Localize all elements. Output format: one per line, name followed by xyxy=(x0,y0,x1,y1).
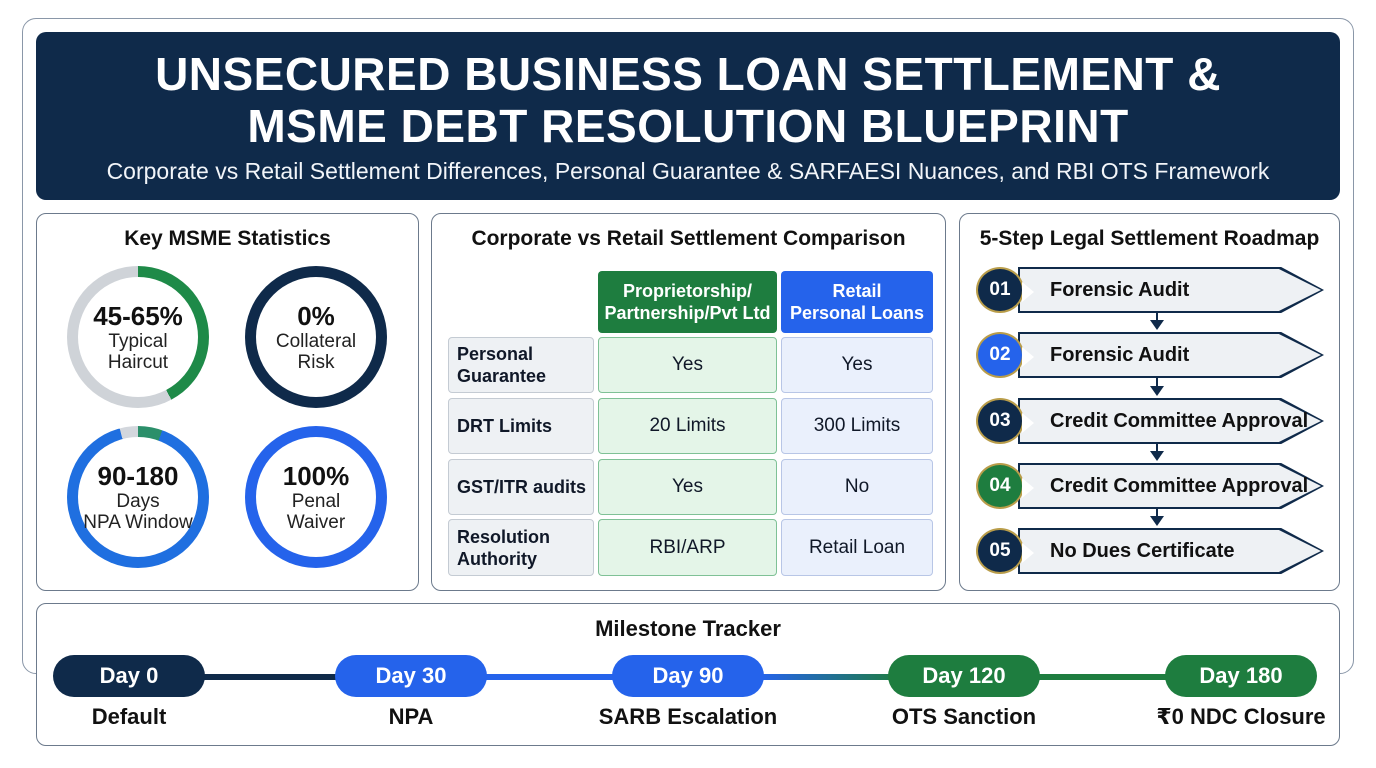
step-number: 05 xyxy=(989,540,1011,561)
step-label: Credit Committee Approval xyxy=(1050,474,1309,497)
stat-label: Risk xyxy=(297,352,335,373)
roadmap-step: Forensic Audit 01 xyxy=(976,267,1326,313)
corp-cell: 20 Limits xyxy=(598,398,777,454)
milestone-panel: Milestone Tracker Day 0 Day 30 Day 90 Da… xyxy=(36,603,1340,746)
milestone-label: NPA xyxy=(388,704,434,729)
timeline-track xyxy=(1037,674,1177,680)
row-label-line: DRT Limits xyxy=(457,416,553,436)
milestone-pill: Day 180 xyxy=(1165,655,1317,697)
stat-value: 0% xyxy=(297,301,335,331)
arrow-down-icon xyxy=(1150,320,1164,330)
connector-line xyxy=(1156,378,1158,390)
stats-panel: Key MSME Statistics 45-65% Typical Hairc… xyxy=(36,213,419,591)
retail-cell: No xyxy=(781,459,933,515)
retail-cell: 300 Limits xyxy=(781,398,933,454)
connector-line xyxy=(1156,313,1158,324)
arrow-down-icon xyxy=(1150,516,1164,526)
stat-label: Collateral xyxy=(275,331,357,352)
timeline-track xyxy=(485,674,625,680)
roadmap-panel: 5-Step Legal Settlement Roadmap Forensic… xyxy=(959,213,1340,591)
row-label-line: Authority xyxy=(457,548,537,569)
page-title: UNSECURED BUSINESS LOAN SETTLEMENT & MSM… xyxy=(36,32,1340,152)
timeline-track xyxy=(197,674,347,680)
step-number-badge: 02 xyxy=(976,332,1034,378)
step-number-badge: 04 xyxy=(976,463,1034,509)
connector-line xyxy=(1156,509,1158,520)
roadmap-step: Credit Committee Approval 03 xyxy=(976,398,1326,444)
milestone-pill: Day 120 xyxy=(888,655,1040,697)
stat-label: Typical xyxy=(108,331,168,352)
row-label-line: Resolution xyxy=(457,526,550,547)
stat-ring-collateral: 0% Collateral Risk xyxy=(245,266,387,408)
step-number-badge: 03 xyxy=(976,398,1034,444)
roadmap-step: Credit Committee Approval 04 xyxy=(976,463,1326,509)
column-header-line: Partnership/Pvt Ltd xyxy=(604,303,771,323)
stat-label: Penal xyxy=(291,491,341,512)
column-header-line: Personal Loans xyxy=(789,303,925,323)
milestone-label: Default xyxy=(91,704,167,729)
roadmap-step: Forensic Audit 02 xyxy=(976,332,1326,378)
stat-value: 100% xyxy=(282,461,350,491)
stat-label: Days xyxy=(116,491,160,512)
column-header-line: Proprietorship/ xyxy=(622,281,752,301)
timeline-track xyxy=(761,674,901,680)
column-header-line: Retail xyxy=(832,281,882,301)
step-label: No Dues Certificate xyxy=(1050,539,1235,562)
title-line-1: UNSECURED BUSINESS LOAN SETTLEMENT & xyxy=(155,48,1221,100)
step-label: Forensic Audit xyxy=(1050,278,1190,301)
stats-title: Key MSME Statistics xyxy=(124,227,331,250)
title-line-2: MSME DEBT RESOLUTION BLUEPRINT xyxy=(247,100,1129,152)
stat-value: 90-180 xyxy=(97,461,179,491)
column-header-corporate: Proprietorship/Partnership/Pvt Ltd xyxy=(598,271,777,333)
stat-ring-haircut: 45-65% Typical Haircut xyxy=(67,266,209,408)
stat-label: NPA Window xyxy=(83,512,193,533)
stat-ring-penal-waiver: 100% Penal Waiver xyxy=(245,426,387,568)
header-banner: UNSECURED BUSINESS LOAN SETTLEMENT & MSM… xyxy=(36,32,1340,200)
roadmap-title: 5-Step Legal Settlement Roadmap xyxy=(979,227,1320,250)
retail-cell: Retail Loan xyxy=(781,519,933,576)
stat-label: Haircut xyxy=(107,352,169,373)
milestone-pill: Day 90 xyxy=(612,655,764,697)
milestone-pill: Day 0 xyxy=(53,655,205,697)
comparison-panel: Corporate vs Retail Settlement Compariso… xyxy=(431,213,946,591)
corp-cell: RBI/ARP xyxy=(598,519,777,576)
roadmap-step: No Dues Certificate 05 xyxy=(976,528,1326,574)
stat-ring-npa-window: 90-180 Days NPA Window xyxy=(67,426,209,568)
milestone-label: OTS Sanction xyxy=(891,704,1037,729)
step-number: 02 xyxy=(989,344,1011,365)
milestone-label: ₹0 NDC Closure xyxy=(1156,704,1326,729)
step-number-badge: 05 xyxy=(976,528,1034,574)
page-subtitle: Corporate vs Retail Settlement Differenc… xyxy=(106,158,1270,184)
row-label: GST/ITR audits xyxy=(448,459,594,515)
step-label: Credit Committee Approval xyxy=(1050,409,1309,432)
row-label: DRT Limits xyxy=(448,398,594,454)
corp-cell: Yes xyxy=(598,459,777,515)
connector-line xyxy=(1156,444,1158,455)
row-label-line: Personal xyxy=(457,344,534,364)
arrow-down-icon xyxy=(1150,386,1164,396)
stat-value: 45-65% xyxy=(93,301,183,331)
milestone-pill: Day 30 xyxy=(335,655,487,697)
milestone-label: SARB Escalation xyxy=(598,704,778,729)
retail-cell: Yes xyxy=(781,337,933,393)
step-number-badge: 01 xyxy=(976,267,1034,313)
arrow-down-icon xyxy=(1150,451,1164,461)
row-label-line: GST/ITR audits xyxy=(457,477,587,497)
step-label: Forensic Audit xyxy=(1050,343,1190,366)
milestone-title: Milestone Tracker xyxy=(595,616,781,641)
comparison-title: Corporate vs Retail Settlement Compariso… xyxy=(471,227,906,250)
row-label-line: Guarantee xyxy=(457,366,547,386)
stat-label: Waiver xyxy=(286,512,346,533)
step-number: 03 xyxy=(989,410,1011,431)
step-number: 01 xyxy=(989,279,1011,300)
step-number: 04 xyxy=(989,475,1011,496)
corp-cell: Yes xyxy=(598,337,777,393)
